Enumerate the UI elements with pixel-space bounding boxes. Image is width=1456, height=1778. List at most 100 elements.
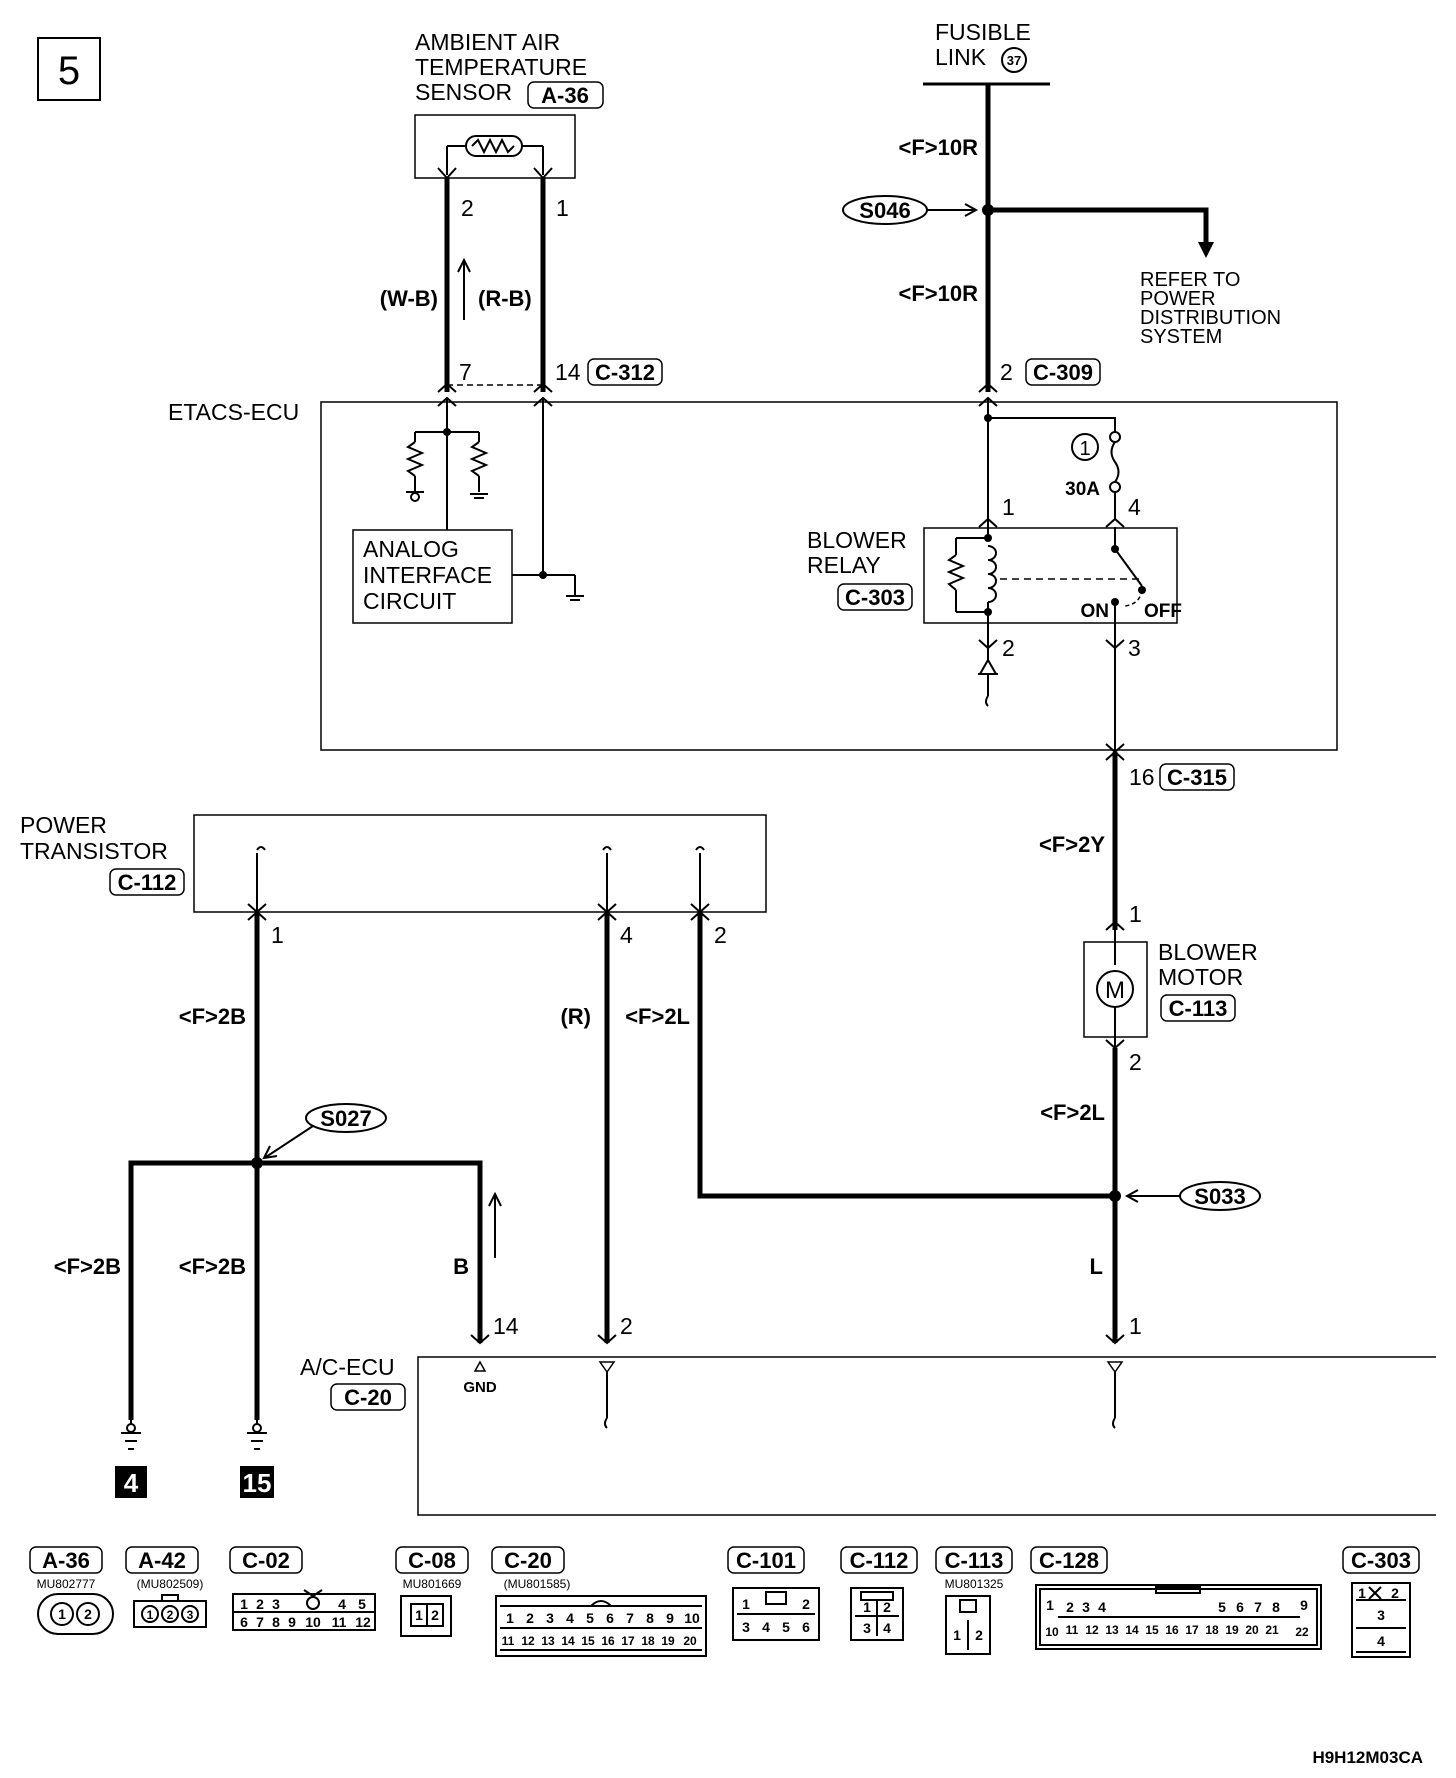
ground-badge-4: [115, 1466, 147, 1498]
blower-motor-connector-badge: [1160, 994, 1236, 1022]
legend-c20-pin-11: 11: [502, 1634, 515, 1648]
legend-c128-pin-9: 9: [1300, 1597, 1308, 1613]
analog-interface-title-2: INTERFACE: [363, 562, 492, 588]
legend-c08-pin-2: 2: [431, 1607, 439, 1623]
legend-c20-pin-16: 16: [601, 1634, 615, 1648]
legend-c303-pin-4: 4: [1377, 1633, 1385, 1649]
pin-pt-4: 4: [620, 922, 633, 948]
legend-a36-pin-1: 1: [58, 1606, 66, 1622]
wire-label-f2l-pt: <F>2L: [625, 1004, 690, 1029]
splice-s033: S033: [1194, 1184, 1245, 1209]
page-number-box: [37, 37, 101, 101]
legend-c20-pin-10: 10: [684, 1610, 700, 1626]
pin-ac-14: 14: [493, 1313, 519, 1339]
legend-c02-pin-4: 4: [338, 1596, 346, 1612]
pin-pt-1: 1: [271, 922, 284, 948]
ambient-sensor-title-2: TEMPERATURE: [415, 54, 587, 80]
pin-etacs-16: 16: [1129, 764, 1155, 790]
refer-note-2: POWER: [1140, 288, 1216, 310]
splice-s027: S027: [320, 1106, 371, 1131]
legend-c128-pin-4: 4: [1098, 1599, 1106, 1615]
legend-c128-pin-14: 14: [1125, 1623, 1139, 1637]
legend-c128-pin-5: 5: [1218, 1599, 1226, 1615]
fusible-link-title-1: FUSIBLE: [935, 19, 1031, 45]
ground-icon-4: [121, 1420, 141, 1450]
legend-c20-pin-19: 19: [661, 1634, 675, 1648]
wire-label-f2b-mid: <F>2B: [179, 1254, 246, 1279]
legend-c112-pin-4: 4: [883, 1620, 891, 1636]
legend-c128-badge: [1030, 1546, 1108, 1574]
legend-c08-badge: [395, 1546, 469, 1574]
pin-etacs-14: 14: [555, 359, 581, 385]
ac-ecu-gnd: GND: [463, 1379, 497, 1396]
legend-c20-part: (MU801585): [504, 1577, 571, 1591]
wire-label-b: B: [453, 1254, 469, 1279]
etacs-ecu-box: [320, 401, 1338, 751]
wire-f2l-pt: [697, 912, 1115, 1199]
legend-c113-id: C-113: [945, 1548, 1004, 1573]
wire-label-l: L: [1090, 1254, 1103, 1279]
legend-c128-pin-6: 6: [1236, 1599, 1244, 1615]
legend-c101-pin-5: 5: [782, 1619, 790, 1635]
pin-sensor-2: 2: [461, 195, 474, 221]
legend-a42-pin-3: 3: [187, 1608, 194, 1622]
relay-switch: [1111, 527, 1146, 650]
relay-ground-icon: [978, 650, 998, 707]
etacs-c315-connector: C-315: [1167, 765, 1227, 790]
power-transistor-connector-badge: [109, 868, 185, 896]
ground-4: 4: [124, 1468, 139, 1498]
legend-c101-pin-6: 6: [802, 1619, 810, 1635]
ambient-sensor-box: [414, 114, 576, 179]
blower-relay-box: [923, 527, 1178, 624]
legend-c128-pin-13: 13: [1105, 1623, 1119, 1637]
arrow-down-icon: [1198, 242, 1214, 258]
relay-coil: [946, 520, 997, 650]
legend-c20-pin-2: 2: [526, 1610, 534, 1626]
legend-c02-pin-12: 12: [355, 1614, 371, 1630]
legend-a36-id: A-36: [42, 1548, 90, 1573]
wire-s027-bus: [128, 1160, 483, 1420]
legend-c02-pin-10: 10: [305, 1614, 321, 1630]
ambient-sensor-title-1: AMBIENT AIR: [415, 29, 560, 55]
relay-switch-off: OFF: [1144, 601, 1182, 622]
fusible-link-number-badge: [1001, 47, 1027, 73]
legend-c20-pin-7: 7: [626, 1610, 634, 1626]
fuse-number-badge: [1071, 433, 1099, 461]
legend-a36-badge: [29, 1546, 103, 1574]
legend-c128-pin-12: 12: [1085, 1623, 1099, 1637]
pin-etacs-2: 2: [1000, 359, 1013, 385]
blower-relay-connector-badge: [837, 583, 913, 611]
legend-a42-pin-2: 2: [167, 1608, 174, 1622]
wire-label-w-b: (W-B): [380, 286, 438, 311]
wire-label-f2y: <F>2Y: [1039, 832, 1105, 857]
legend-c113-part: MU801325: [945, 1577, 1004, 1591]
legend-c20-pin-14: 14: [561, 1634, 575, 1648]
fusible-link-number: 37: [1007, 53, 1021, 68]
etacs-c309-connector: C-309: [1033, 360, 1093, 385]
wire-label-f2l-motor: <F>2L: [1040, 1100, 1105, 1125]
etacs-c309-badge: [1025, 358, 1101, 386]
legend-c128-pin-19: 19: [1225, 1623, 1239, 1637]
legend-a36-part: MU802777: [37, 1577, 96, 1591]
legend-c02-pin-3: 3: [272, 1596, 280, 1612]
legend-c02-pin-8: 8: [272, 1614, 280, 1630]
pin-pt-2: 2: [714, 922, 727, 948]
ambient-sensor-title-3: SENSOR: [415, 79, 512, 105]
pin-etacs-7: 7: [459, 359, 472, 385]
relay-switch-on: ON: [1081, 601, 1110, 622]
etacs-ecu-title: ETACS-ECU: [168, 399, 299, 425]
wire-label-r-b: (R-B): [478, 286, 532, 311]
signal-arrow-up-icon: [457, 257, 471, 320]
legend-c02-badge: [229, 1546, 303, 1574]
blower-relay-connector: C-303: [845, 585, 905, 610]
fusible-link-title-2: LINK: [935, 44, 987, 70]
etacs-c312-badge: [587, 358, 663, 386]
legend-c20-pin-12: 12: [521, 1634, 535, 1648]
legend-c303-pin-1: 1: [1358, 1585, 1366, 1601]
legend-c20-pin-6: 6: [606, 1610, 614, 1626]
legend-c08-id: C-08: [408, 1548, 456, 1573]
power-transistor-title-1: POWER: [20, 812, 107, 838]
legend-c08-part: MU801669: [403, 1577, 462, 1591]
legend-c20-pin-15: 15: [581, 1634, 595, 1648]
